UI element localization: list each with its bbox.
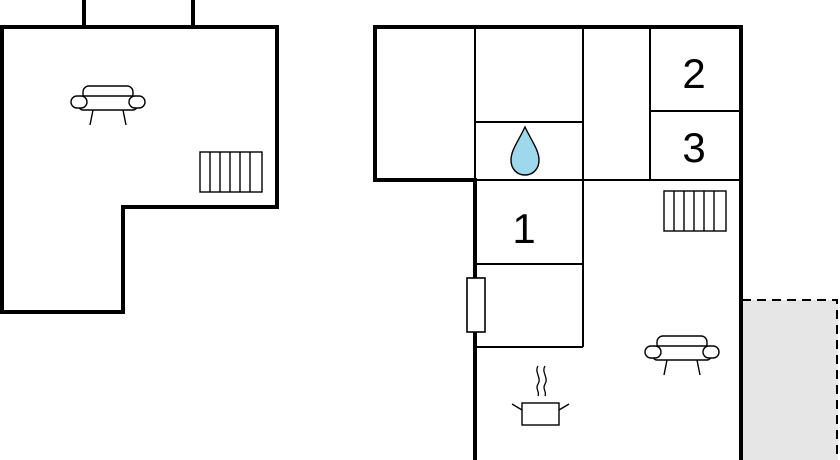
- radiator-icon: [199, 151, 263, 193]
- left-building: [0, 0, 279, 314]
- sofa-icon: [644, 335, 720, 376]
- room-label-2: 2: [682, 50, 705, 97]
- cooking-pot-icon: [511, 365, 570, 426]
- water-drop-icon: [510, 125, 540, 176]
- radiator-icon: [663, 190, 727, 232]
- terrace: [742, 299, 838, 460]
- room-label-3: 3: [682, 124, 705, 171]
- right-outer-wall: [373, 25, 743, 460]
- left-entrance-wall: [82, 0, 195, 29]
- left-outer-wall: [0, 25, 279, 314]
- right-building: 2 3 1: [373, 25, 743, 460]
- room-label-1: 1: [512, 205, 535, 252]
- sofa-icon: [70, 85, 146, 126]
- door-icon: [466, 277, 486, 333]
